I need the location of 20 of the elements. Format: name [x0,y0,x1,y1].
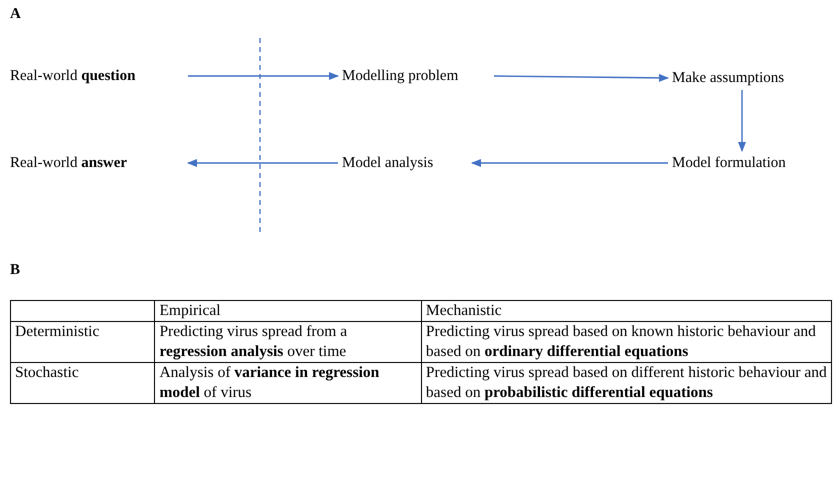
node-label: Make assumptions [672,68,817,88]
column-header: Mechanistic [421,300,832,322]
arrow [738,90,746,152]
node-label: Model analysis [342,153,470,173]
node-label: Model formulation [672,153,822,173]
table-cell: Predicting virus spread based on different historic behaviour and based on probabilistic differential equations [421,362,832,404]
table-cell: Predicting virus spread based on known historic behaviour and based on ordinary differential equations [421,322,832,362]
row-header: Stochastic [10,362,155,404]
arrow [188,72,339,80]
node-label: Modelling problem [342,66,492,86]
arrow [471,159,668,167]
arrow [494,74,669,82]
panel-letter: B [10,262,20,279]
row-header: Deterministic [10,322,155,362]
table-cell: Analysis of variance in regression model of virus [154,362,422,404]
panel-letter: A [10,6,21,23]
node-label: Real-world question [10,66,186,86]
arrow [187,159,338,167]
column-header: Empirical [154,300,422,322]
node-label: Real-world answer [10,153,186,173]
